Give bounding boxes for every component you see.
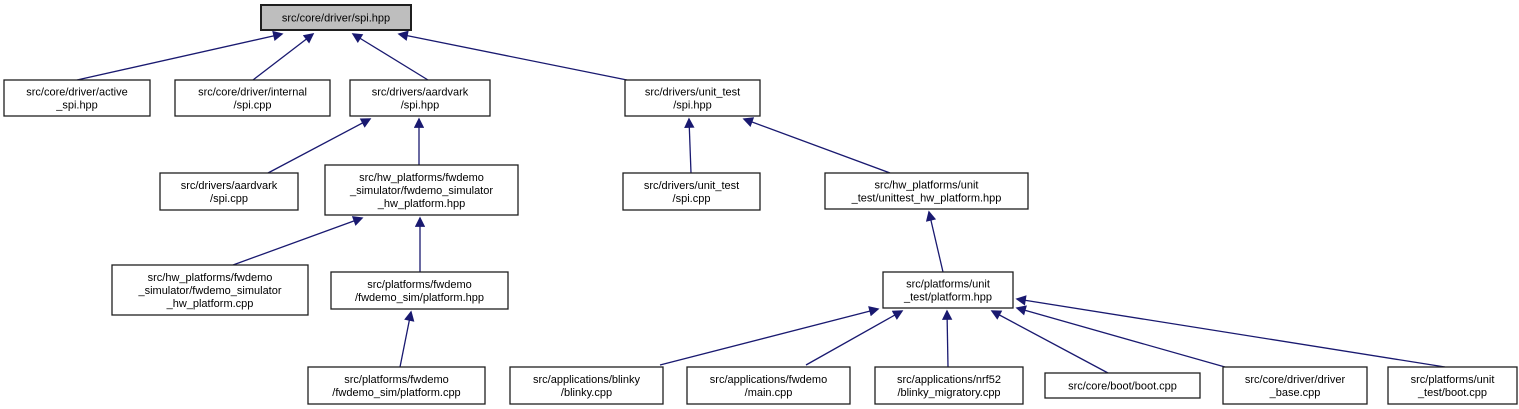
node-nrf52-blinky-migratory-cpp[interactable]: src/applications/nrf52/blinky_migratory.…	[874, 366, 1024, 405]
edge-fwdemo-main-cpp-to-unittest-platform-hpp	[805, 310, 904, 366]
node-box-blinky-cpp[interactable]	[509, 366, 664, 405]
node-box-active-spi-hpp[interactable]	[3, 79, 151, 117]
node-label-internal-spi-cpp: src/core/driver/internal/spi.cpp	[198, 87, 307, 112]
node-label-unittest-boot-cpp: src/platforms/unit_test/boot.cpp	[1411, 374, 1495, 399]
edge-driver-base-cpp-to-unittest-platform-hpp	[1015, 305, 1226, 368]
node-box-unittest-spi-hpp[interactable]	[624, 79, 761, 117]
node-box-nrf52-blinky-migratory-cpp[interactable]	[874, 366, 1024, 405]
node-box-fwdemo-sim-platform-cpp[interactable]	[307, 366, 486, 405]
node-label-unittest-spi-cpp: src/drivers/unit_test/spi.cpp	[644, 180, 739, 205]
edge-fwdemo-hw-platform-cpp-to-fwdemo-hw-platform-hpp	[232, 216, 364, 266]
edge-aardvark-spi-cpp-to-aardvark-spi-hpp	[267, 118, 372, 174]
node-label-active-spi-hpp: src/core/driver/active_spi.hpp	[26, 87, 127, 112]
node-box-unittest-boot-cpp[interactable]	[1387, 366, 1518, 405]
node-label-fwdemo-hw-platform-cpp: src/hw_platforms/fwdemo_simulator/fwdemo…	[137, 272, 281, 310]
node-label-boot-cpp: src/core/boot/boot.cpp	[1068, 381, 1177, 393]
node-label-fwdemo-sim-platform-hpp: src/platforms/fwdemo/fwdemo_sim/platform…	[355, 279, 484, 304]
edge-fwdemo-sim-platform-cpp-to-fwdemo-sim-platform-hpp	[399, 310, 415, 368]
node-box-unittest-hw-platform-hpp[interactable]	[824, 172, 1029, 210]
node-label-blinky-cpp: src/applications/blinky/blinky.cpp	[533, 374, 640, 399]
node-unittest-spi-cpp[interactable]: src/drivers/unit_test/spi.cpp	[622, 172, 761, 211]
node-label-aardvark-spi-hpp: src/drivers/aardvark/spi.hpp	[372, 87, 469, 112]
edge-nrf52-blinky-migratory-cpp-to-unittest-platform-hpp	[941, 309, 953, 368]
node-box-boot-cpp[interactable]	[1044, 372, 1201, 399]
edge-unittest-hw-platform-hpp-to-unittest-spi-hpp	[742, 117, 891, 174]
node-label-nrf52-blinky-migratory-cpp: src/applications/nrf52/blinky_migratory.…	[897, 374, 1001, 399]
node-fwdemo-sim-platform-hpp[interactable]: src/platforms/fwdemo/fwdemo_sim/platform…	[330, 271, 509, 310]
edge-boot-cpp-to-unittest-platform-hpp	[990, 310, 1109, 374]
edge-unittest-boot-cpp-to-unittest-platform-hpp	[1015, 295, 1446, 368]
node-fwdemo-hw-platform-hpp[interactable]: src/hw_platforms/fwdemo_simulator/fwdemo…	[324, 164, 519, 216]
node-label-aardvark-spi-cpp: src/drivers/aardvark/spi.cpp	[181, 180, 278, 205]
edge-unittest-spi-cpp-to-unittest-spi-hpp	[684, 117, 695, 174]
node-box-driver-base-cpp[interactable]	[1222, 366, 1368, 405]
node-label-fwdemo-main-cpp: src/applications/fwdemo/main.cpp	[710, 374, 827, 399]
node-label-unittest-hw-platform-hpp: src/hw_platforms/unit_test/unittest_hw_p…	[851, 180, 1002, 205]
edge-unittest-platform-hpp-to-unittest-hw-platform-hpp	[925, 210, 944, 273]
node-label-unittest-spi-hpp: src/drivers/unit_test/spi.hpp	[645, 87, 740, 112]
node-internal-spi-cpp[interactable]: src/core/driver/internal/spi.cpp	[174, 79, 331, 117]
node-fwdemo-sim-platform-cpp[interactable]: src/platforms/fwdemo/fwdemo_sim/platform…	[307, 366, 486, 405]
node-boot-cpp[interactable]: src/core/boot/boot.cpp	[1044, 372, 1201, 399]
node-label-fwdemo-sim-platform-cpp: src/platforms/fwdemo/fwdemo_sim/platform…	[332, 374, 460, 399]
node-box-aardvark-spi-cpp[interactable]	[159, 172, 299, 211]
node-aardvark-spi-hpp[interactable]: src/drivers/aardvark/spi.hpp	[349, 79, 491, 117]
node-label-unittest-platform-hpp: src/platforms/unit_test/platform.hpp	[903, 279, 992, 304]
node-driver-base-cpp[interactable]: src/core/driver/driver_base.cpp	[1222, 366, 1368, 405]
edge-aardvark-spi-hpp-to-root	[351, 33, 429, 81]
node-unittest-platform-hpp[interactable]: src/platforms/unit_test/platform.hpp	[882, 271, 1014, 309]
node-label-fwdemo-hw-platform-hpp: src/hw_platforms/fwdemo_simulator/fwdemo…	[349, 172, 493, 210]
node-box-unittest-spi-cpp[interactable]	[622, 172, 761, 211]
node-box-fwdemo-main-cpp[interactable]	[686, 366, 851, 405]
node-unittest-boot-cpp[interactable]: src/platforms/unit_test/boot.cpp	[1387, 366, 1518, 405]
edge-internal-spi-cpp-to-root	[252, 33, 315, 81]
node-box-aardvark-spi-hpp[interactable]	[349, 79, 491, 117]
node-root: src/core/driver/spi.hpp	[260, 4, 412, 31]
node-box-fwdemo-hw-platform-cpp[interactable]	[111, 264, 309, 316]
edge-unittest-spi-hpp-to-root	[397, 30, 628, 81]
node-box-fwdemo-hw-platform-hpp[interactable]	[324, 164, 519, 216]
node-label-driver-base-cpp: src/core/driver/driver_base.cpp	[1245, 374, 1346, 399]
node-box-internal-spi-cpp[interactable]	[174, 79, 331, 117]
node-box-unittest-platform-hpp[interactable]	[882, 271, 1014, 309]
node-active-spi-hpp[interactable]: src/core/driver/active_spi.hpp	[3, 79, 151, 117]
node-fwdemo-main-cpp[interactable]: src/applications/fwdemo/main.cpp	[686, 366, 851, 405]
node-fwdemo-hw-platform-cpp[interactable]: src/hw_platforms/fwdemo_simulator/fwdemo…	[111, 264, 309, 316]
node-blinky-cpp[interactable]: src/applications/blinky/blinky.cpp	[509, 366, 664, 405]
node-aardvark-spi-cpp[interactable]: src/drivers/aardvark/spi.cpp	[159, 172, 299, 211]
edge-active-spi-hpp-to-root	[76, 30, 284, 81]
node-box-fwdemo-sim-platform-hpp[interactable]	[330, 271, 509, 310]
node-label-root: src/core/driver/spi.hpp	[282, 13, 390, 25]
node-box-root	[260, 4, 412, 31]
node-unittest-hw-platform-hpp[interactable]: src/hw_platforms/unit_test/unittest_hw_p…	[824, 172, 1029, 210]
node-unittest-spi-hpp[interactable]: src/drivers/unit_test/spi.hpp	[624, 79, 761, 117]
edge-blinky-cpp-to-unittest-platform-hpp	[659, 306, 880, 366]
